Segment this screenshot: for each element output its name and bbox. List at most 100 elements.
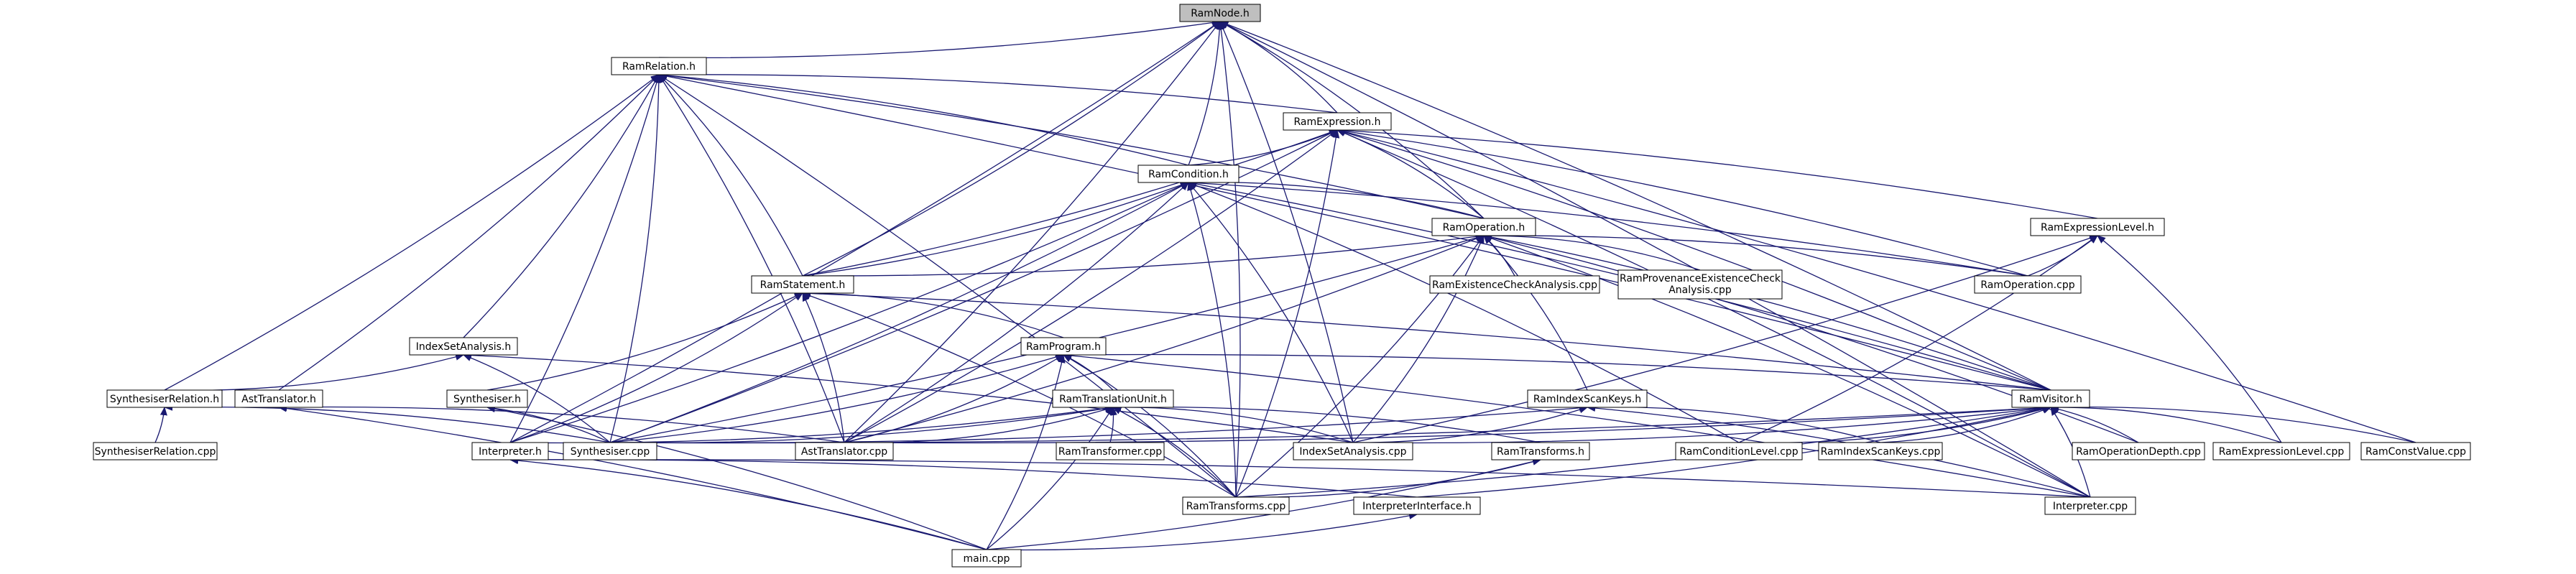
include-edge <box>1235 129 1340 498</box>
node-label: RamStatement.h <box>760 279 846 291</box>
node-box <box>1056 442 1165 460</box>
file-node-ramtransforms-cpp[interactable]: RamTransforms.cpp <box>1182 496 1290 515</box>
node-box <box>1353 496 1481 515</box>
include-edge <box>1352 234 2098 443</box>
include-edge <box>1063 352 2091 498</box>
file-node-ramindexscankeys-cpp[interactable]: RamIndexScanKeys.cpp <box>1818 442 1943 460</box>
include-edge <box>844 129 1338 443</box>
file-node-ramprogram-h[interactable]: RamProgram.h <box>1020 337 1107 356</box>
file-node-ramexpressionlevel-cpp[interactable]: RamExpressionLevel.cpp <box>2212 442 2350 460</box>
node-box <box>1431 218 1536 236</box>
node-label: RamExpressionLevel.cpp <box>2219 446 2345 458</box>
file-node-ramtransforms-h[interactable]: RamTransforms.h <box>1491 442 1590 460</box>
file-node-ramconstvalue-cpp[interactable]: RamConstValue.cpp <box>2360 442 2471 460</box>
file-node-ramcondition-h[interactable]: RamCondition.h <box>1137 165 1239 183</box>
node-box <box>2072 442 2205 460</box>
node-box <box>1527 389 1648 408</box>
file-node-synthesiser-h[interactable]: Synthesiser.h <box>446 389 528 408</box>
file-node-synthesiserrelation-h[interactable]: SynthesiserRelation.h <box>106 389 223 408</box>
node-label: main.cpp <box>964 553 1010 565</box>
file-node-ramoperation-h[interactable]: RamOperation.h <box>1431 218 1536 236</box>
file-node-interpreter-cpp[interactable]: Interpreter.cpp <box>2044 496 2136 515</box>
file-node-asttranslator-h[interactable]: AstTranslator.h <box>234 389 323 408</box>
include-edge <box>1337 129 1485 219</box>
node-label: RamTranslationUnit.h <box>1059 394 1167 405</box>
file-node-ramconditionlevel-cpp[interactable]: RamConditionLevel.cpp <box>1675 442 1803 460</box>
include-edge <box>986 512 1418 551</box>
node-box <box>1137 165 1239 183</box>
file-node-main-cpp[interactable]: main.cpp <box>951 549 1022 568</box>
include-edge <box>1483 233 2051 391</box>
file-node-ramtransformer-cpp[interactable]: RamTransformer.cpp <box>1056 442 1165 460</box>
include-edge <box>278 403 845 443</box>
file-node-interpreterinterface-h[interactable]: InterpreterInterface.h <box>1353 496 1481 515</box>
include-edge <box>802 290 2051 391</box>
include-edge <box>1483 231 2028 277</box>
node-box <box>234 389 323 408</box>
file-node-ramrelation-h[interactable]: RamRelation.h <box>611 57 707 75</box>
file-node-indexsetanalysis-cpp[interactable]: IndexSetAnalysis.cpp <box>1293 442 1413 460</box>
node-layer: RamNode.hRamRelation.hRamExpression.hRam… <box>93 4 2471 568</box>
include-edge <box>1188 129 1338 166</box>
file-node-interpreter-h[interactable]: Interpreter.h <box>471 442 549 460</box>
include-edge <box>1188 182 1740 443</box>
file-node-ramexistencecheckanalysis-cpp[interactable]: RamExistenceCheckAnalysis.cpp <box>1429 275 1600 294</box>
file-node-indexsetanalysis-h[interactable]: IndexSetAnalysis.h <box>409 337 518 356</box>
include-edge <box>2050 403 2416 443</box>
include-edge <box>1337 126 2098 219</box>
file-node-ramoperation-cpp[interactable]: RamOperation.cpp <box>1974 275 2082 294</box>
node-label: RamProvenanceExistenceCheck <box>1620 273 1781 284</box>
file-node-ramtranslationunit-h[interactable]: RamTranslationUnit.h <box>1052 389 1174 408</box>
node-box <box>2360 442 2471 460</box>
node-box <box>1974 275 2082 294</box>
include-edge <box>609 74 663 443</box>
node-label: AstTranslator.h <box>241 394 316 405</box>
node-label: RamOperation.h <box>1443 222 1525 233</box>
file-node-ramstatement-h[interactable]: RamStatement.h <box>751 275 854 294</box>
include-edge <box>1235 458 1541 498</box>
include-edge <box>1219 21 1338 114</box>
include-edge <box>609 353 1064 443</box>
include-edge <box>1063 354 1237 498</box>
node-label: RamIndexScanKeys.h <box>1533 394 1641 405</box>
node-box <box>1283 112 1392 131</box>
include-edge <box>658 72 1485 219</box>
include-edge <box>1352 235 1485 443</box>
include-edge <box>658 19 1221 59</box>
file-node-ramexpressionlevel-h[interactable]: RamExpressionLevel.h <box>2030 218 2165 236</box>
file-node-ramnode-h[interactable]: RamNode.h <box>1179 4 1261 22</box>
file-node-ramoperationdepth-cpp[interactable]: RamOperationDepth.cpp <box>2072 442 2205 460</box>
file-node-synthesiser-cpp[interactable]: Synthesiser.cpp <box>563 442 657 460</box>
include-edge <box>463 74 660 338</box>
node-box <box>611 57 707 75</box>
node-label: RamOperation.cpp <box>1980 279 2074 291</box>
node-label: RamExpression.h <box>1294 116 1381 128</box>
file-node-asttranslator-cpp[interactable]: AstTranslator.cpp <box>795 442 894 460</box>
include-edge <box>1483 235 1588 391</box>
file-node-synthesiserrelation-cpp[interactable]: SynthesiserRelation.cpp <box>93 442 218 460</box>
file-node-ramindexscankeys-h[interactable]: RamIndexScanKeys.h <box>1527 389 1648 408</box>
include-edge <box>844 404 2051 444</box>
include-edge <box>509 21 1221 443</box>
node-label: SynthesiserRelation.cpp <box>95 446 216 458</box>
include-edge <box>609 182 1189 443</box>
include-edge <box>802 182 1189 277</box>
include-edge <box>164 353 464 392</box>
node-box <box>409 337 518 356</box>
include-edge <box>463 351 1354 443</box>
file-node-ramvisitor-h[interactable]: RamVisitor.h <box>2011 389 2090 408</box>
include-edge <box>986 354 1066 550</box>
include-edge <box>154 407 167 443</box>
include-edge <box>986 407 1114 550</box>
include-edge <box>802 292 1237 498</box>
node-label: RamIndexScanKeys.cpp <box>1821 446 1941 458</box>
node-label: Synthesiser.h <box>453 394 521 405</box>
include-edge <box>509 455 1418 498</box>
include-edge <box>1188 182 1354 443</box>
node-label: Interpreter.cpp <box>2053 501 2128 512</box>
include-edge <box>802 21 1221 277</box>
node-box <box>2044 496 2136 515</box>
include-edge <box>658 70 1338 114</box>
file-node-ramexpression-h[interactable]: RamExpression.h <box>1283 112 1392 131</box>
